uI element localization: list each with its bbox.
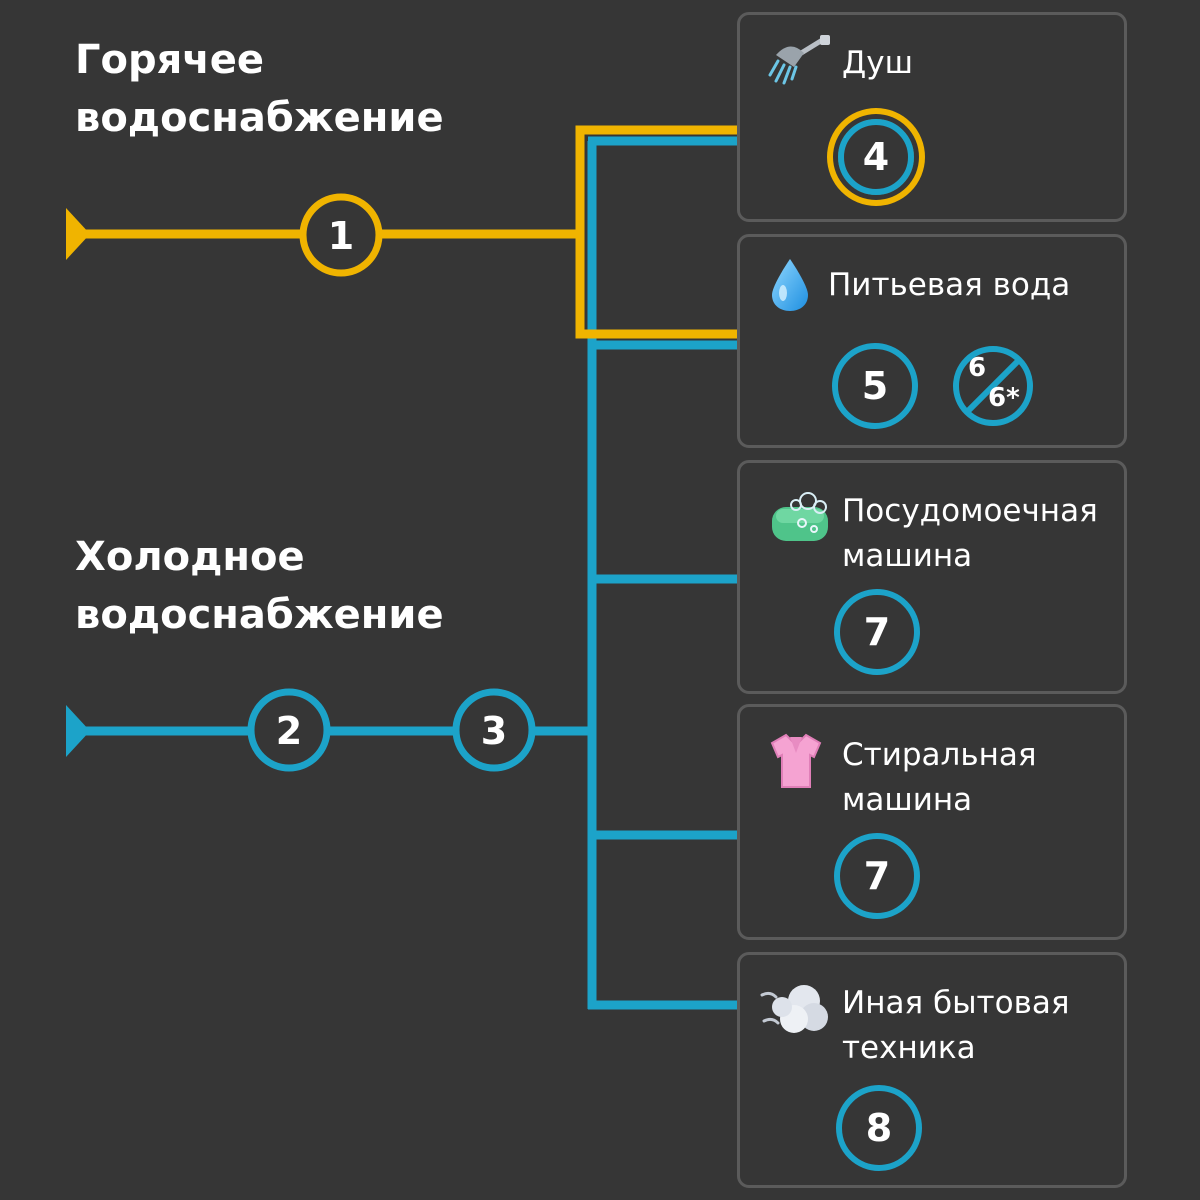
hot-pipes [66,125,740,339]
badge-7-dishwasher: 7 [834,589,920,675]
card-other-appliances: Иная бытовая техника 8 [737,952,1127,1188]
card-other-label: Иная бытовая техника [842,985,1070,1066]
cold-pipes [66,136,740,1010]
cold-water-heading: Холодное водоснабжение [75,534,444,638]
badge-6-crossed: 6 6* [950,343,1036,429]
node-1: 1 [299,193,383,277]
badge-6-bottom: 6* [988,383,1020,413]
badge-5: 5 [832,343,918,429]
node-3: 3 [452,688,536,772]
badge-7-washer: 7 [834,833,920,919]
card-drinking-label: Питьевая вода [828,267,1071,303]
shirt-icon [768,731,824,795]
node-2-label: 2 [276,709,302,753]
card-dishwasher: Посудомоечная машина 7 [737,460,1127,694]
hot-water-heading: Горячее водоснабжение [75,37,444,141]
card-shower: Душ 4 [737,12,1127,222]
card-shower-label: Душ [842,45,913,81]
soap-icon [768,489,834,549]
badge-6-top: 6 [968,353,987,383]
node-1-label: 1 [328,214,354,258]
steam-icon [760,981,830,1045]
card-washing-machine: Стиральная машина 7 [737,704,1127,940]
shower-icon [768,35,832,91]
badge-4: 4 [838,119,914,195]
card-drinking-water: Питьевая вода 5 6 6* [737,234,1127,448]
card-dishwasher-label: Посудомоечная машина [842,493,1098,574]
water-drop-icon [768,257,812,317]
badge-8: 8 [836,1085,922,1171]
node-3-label: 3 [481,709,507,753]
node-2: 2 [247,688,331,772]
hot-branch-loop [575,125,740,339]
card-washer-label: Стиральная машина [842,737,1037,818]
